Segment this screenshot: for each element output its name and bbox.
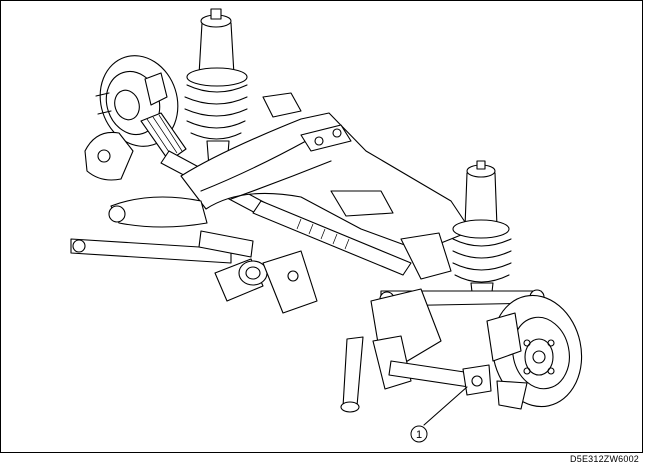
right-strut-assembly [452,160,512,302]
diagram-frame: 1 [0,0,643,453]
left-lower-arm [70,196,254,264]
differential-mount [214,250,318,314]
right-wheel-hub [486,294,583,410]
callout-circle [410,425,428,443]
right-trailing-link [340,336,364,413]
figure-code: D5E312ZW6002 [570,454,639,464]
right-lower-arm [388,360,492,396]
callout-1: 1 [410,386,468,443]
left-wheel-hub [84,55,179,181]
suspension-drawing: 1 [70,8,583,443]
center-rack [252,200,452,280]
callout-number: 1 [416,429,422,441]
callout-leader-line [423,386,468,426]
rear-crossmember [180,92,472,252]
